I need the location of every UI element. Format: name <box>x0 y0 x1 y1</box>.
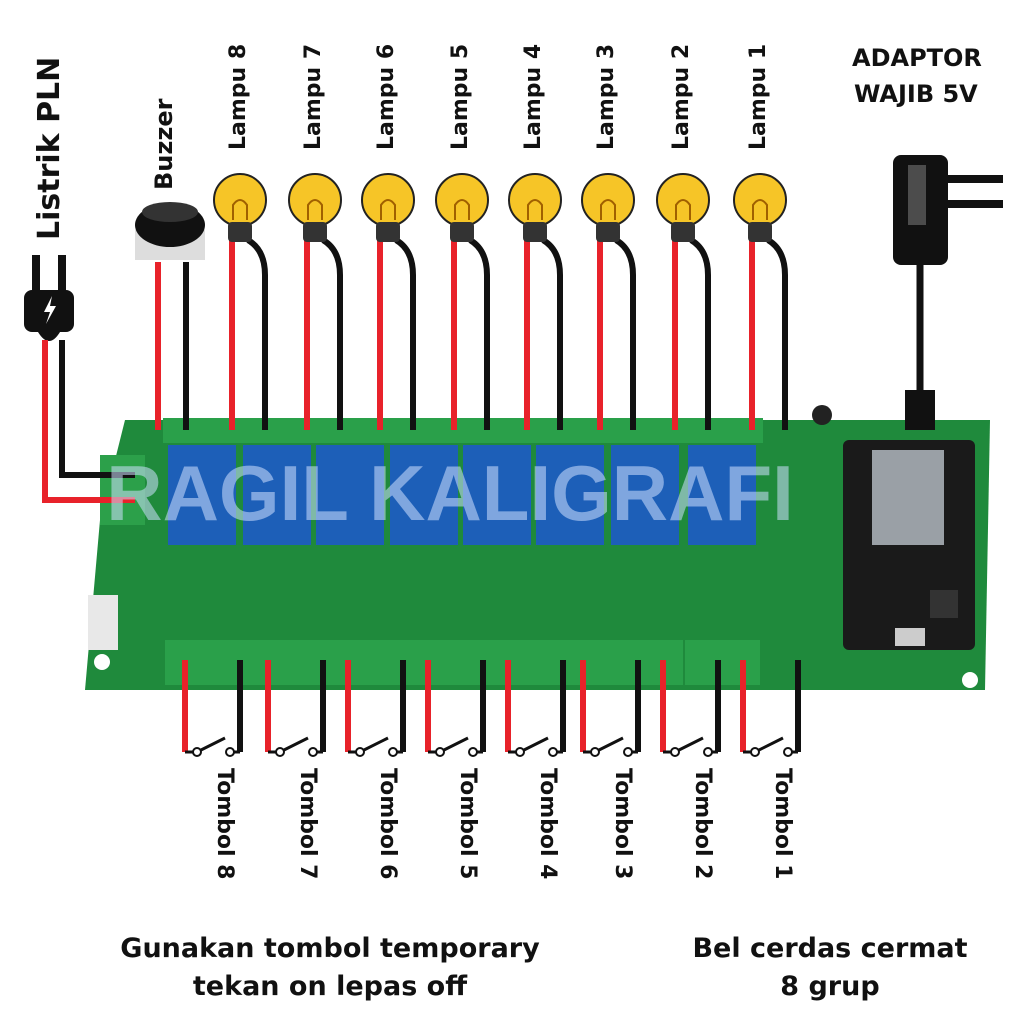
button-label: Tombol 4 <box>535 768 560 880</box>
caption-left-line1: Gunakan tombol temporary <box>120 933 540 964</box>
input-connector <box>88 595 118 650</box>
push-button-switch-icon <box>268 736 323 757</box>
light-bulb-icon <box>288 173 342 242</box>
push-button-switch-icon <box>743 736 798 757</box>
esp32-module <box>812 390 975 650</box>
lamp-label: Lampu 7 <box>301 43 326 150</box>
power-label: Listrik PLN <box>32 56 67 240</box>
lamp-wire-neutral <box>321 237 343 430</box>
lamp-wire-neutral <box>541 237 563 430</box>
lamp-wire-neutral <box>614 237 636 430</box>
light-bulb-icon <box>213 173 267 242</box>
button-label: Tombol 1 <box>770 768 795 880</box>
push-button-switch-icon <box>428 736 483 757</box>
relay <box>611 445 679 545</box>
lamp-label: Lampu 8 <box>226 43 251 150</box>
button-terminal <box>387 640 462 685</box>
adaptor-label-line1: ADAPTOR <box>852 44 982 72</box>
lamp-label: Lampu 3 <box>594 43 619 150</box>
lamp-wire-neutral <box>394 237 416 430</box>
button-label: Tombol 7 <box>295 768 320 880</box>
caption-right-line1: Bel cerdas cermat <box>692 933 968 964</box>
push-button-switch-icon <box>663 736 718 757</box>
buzzer-icon <box>135 202 205 430</box>
push-button-switch-icon <box>348 736 403 757</box>
button-label: Tombol 5 <box>455 768 480 880</box>
lamp-label: Lampu 5 <box>448 43 473 150</box>
caption-left-line2: tekan on lepas off <box>192 971 468 1002</box>
push-button-switch-icon <box>185 736 240 757</box>
relay <box>463 445 531 545</box>
buzzer-label: Buzzer <box>150 98 178 190</box>
light-bulb-icon <box>733 173 787 242</box>
lamp-wire-neutral <box>766 237 788 430</box>
relay <box>390 445 458 545</box>
adaptor-icon <box>893 155 1003 395</box>
light-bulb-icon <box>508 173 562 242</box>
power-plug-icon <box>24 255 135 503</box>
lamp-wire-neutral <box>689 237 711 430</box>
watermark: RAGIL KALIGRAFI <box>106 449 794 537</box>
button-terminal <box>608 640 683 685</box>
button-terminal <box>240 640 315 685</box>
lamp-label: Lampu 6 <box>374 43 399 150</box>
push-button-switch-icon <box>583 736 638 757</box>
button-label: Tombol 2 <box>690 768 715 880</box>
lamp-label: Lampu 1 <box>746 43 771 150</box>
dc-jack <box>905 390 935 430</box>
light-bulb-icon <box>435 173 489 242</box>
relay-board <box>85 420 990 690</box>
push-button-switch-icon <box>508 736 563 757</box>
lamp-label: Lampu 2 <box>669 43 694 150</box>
button-label: Tombol 6 <box>375 768 400 880</box>
lamp-label: Lampu 4 <box>521 43 546 150</box>
light-bulb-icon <box>581 173 635 242</box>
light-bulb-icon <box>361 173 415 242</box>
relay <box>243 445 311 545</box>
relay <box>168 445 236 545</box>
relay <box>316 445 384 545</box>
button-terminal <box>165 640 240 685</box>
adaptor-label-line2: WAJIB 5V <box>854 80 978 108</box>
button-label: Tombol 3 <box>610 768 635 880</box>
capacitor <box>812 405 832 425</box>
lamp-wire-neutral <box>468 237 490 430</box>
relay <box>688 445 756 545</box>
relay <box>536 445 604 545</box>
light-bulb-icon <box>656 173 710 242</box>
caption-right-line2: 8 grup <box>780 971 880 1002</box>
button-terminal <box>460 640 535 685</box>
lamp-wire-neutral <box>246 237 268 430</box>
button-label: Tombol 8 <box>212 768 237 880</box>
button-terminal <box>685 640 760 685</box>
button-terminal <box>533 640 608 685</box>
